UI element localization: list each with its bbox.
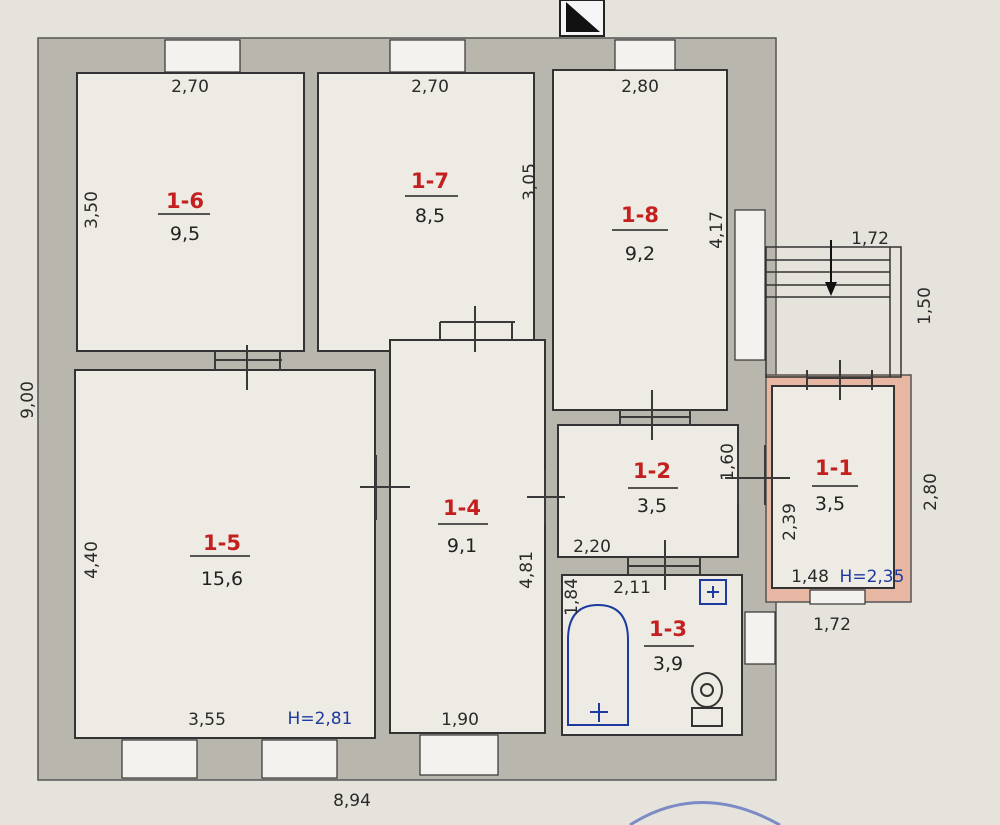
room-id: 1-2 — [633, 459, 671, 483]
room-area: 3,5 — [637, 495, 667, 517]
window — [389, 39, 466, 73]
window — [734, 209, 766, 361]
room-1-8 — [552, 69, 728, 411]
room-area: 9,1 — [447, 535, 477, 557]
room-area: 9,2 — [625, 243, 655, 265]
stamp-fragment — [629, 801, 781, 825]
dimension-labels: 2,70 3,50 2,70 3,05 2,80 4,17 4,40 3,55 … — [18, 77, 941, 811]
dimension-label: 2,70 — [171, 77, 209, 97]
room-1-2 — [557, 424, 739, 558]
ceiling-height-annex: H=2,35 — [840, 567, 905, 587]
room-labels: 1-6 9,5 1-7 8,5 1-8 9,2 1-5 15,6 1-4 9,1… — [158, 169, 858, 675]
room-id: 1-8 — [621, 203, 659, 227]
room-area: 3,9 — [653, 653, 683, 675]
dimension-label: 2,39 — [780, 503, 800, 541]
room-1-7 — [317, 72, 535, 352]
dimension-label: 1,60 — [718, 443, 738, 481]
room-1-5 — [74, 369, 376, 739]
room-id: 1-7 — [411, 169, 449, 193]
entry-arrow-icon — [825, 240, 837, 296]
toilet-icon — [691, 672, 723, 727]
room-area: 15,6 — [201, 568, 243, 590]
entrance-marker — [566, 2, 600, 32]
dimension-label: 4,81 — [517, 551, 537, 589]
overall-height: 9,00 — [18, 381, 38, 419]
room-id: 1-4 — [443, 496, 481, 520]
porch — [765, 246, 902, 378]
dimension-label: 2,80 — [621, 77, 659, 97]
window — [121, 739, 198, 779]
room-area: 8,5 — [415, 205, 445, 227]
dimension-label: 3,05 — [520, 163, 540, 201]
dimension-label: 3,55 — [188, 710, 226, 730]
room-id: 1-1 — [815, 456, 853, 480]
room-1-6 — [76, 72, 305, 352]
room-area: 9,5 — [170, 223, 200, 245]
room-id: 1-5 — [203, 531, 241, 555]
dimension-label: 4,17 — [707, 211, 727, 249]
drain-icon — [590, 703, 608, 722]
dimension-label: 2,20 — [573, 537, 611, 557]
window — [419, 734, 499, 776]
window — [614, 39, 676, 71]
window — [744, 611, 776, 665]
room-id: 1-3 — [649, 617, 687, 641]
dimension-label: 2,70 — [411, 77, 449, 97]
overall-width: 8,94 — [333, 791, 371, 811]
room-1-1 — [771, 385, 895, 589]
dimension-label: 1,72 — [851, 229, 889, 249]
sink-icon — [699, 579, 727, 605]
dimension-label: 3,50 — [82, 191, 102, 229]
dimension-label: 2,80 — [921, 473, 941, 511]
dimension-label: 1,90 — [441, 710, 479, 730]
window — [261, 739, 338, 779]
room-area: 3,5 — [815, 493, 845, 515]
window — [164, 39, 241, 73]
room-1-4 — [389, 339, 546, 734]
dimension-label: 1,48 — [791, 567, 829, 587]
bathtub-icon — [567, 603, 629, 726]
windows — [121, 39, 866, 779]
room-id: 1-6 — [166, 189, 204, 213]
door-marks — [214, 306, 873, 590]
dimension-label: 2,11 — [613, 578, 651, 598]
dimension-label: 1,84 — [562, 578, 582, 616]
window — [809, 589, 866, 605]
dimension-label: 1,50 — [915, 287, 935, 325]
ceiling-height-main: H=2,81 — [288, 709, 353, 729]
dimension-label: 1,72 — [813, 615, 851, 635]
dimension-label: 4,40 — [82, 541, 102, 579]
